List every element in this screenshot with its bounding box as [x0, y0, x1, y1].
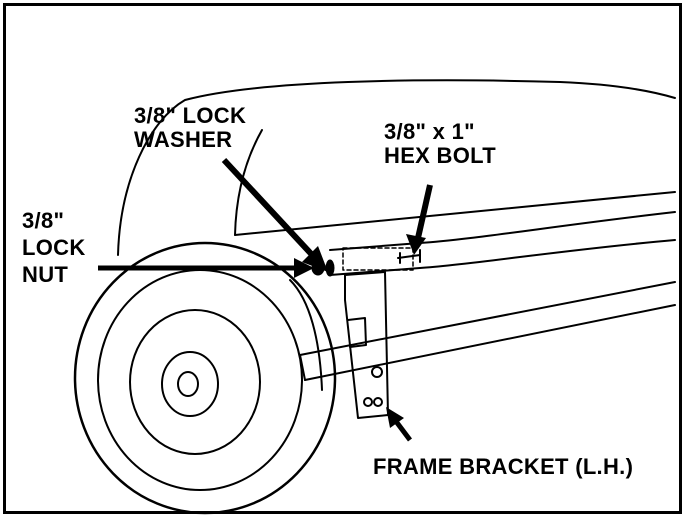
label-lock-washer: 3/8" LOCK WASHER	[134, 104, 246, 152]
wheel-hub-center	[177, 371, 199, 397]
wheel-hub	[161, 351, 219, 417]
label-hex-bolt-line1: 3/8" x 1"	[384, 119, 475, 144]
diagram-border	[3, 3, 682, 514]
label-lock-nut-line2: LOCK	[22, 235, 86, 260]
lock-washer-arrow-shaft	[221, 157, 318, 261]
axle-bar-top	[299, 281, 676, 356]
hex-bolt-arrow-shaft	[415, 184, 433, 239]
bracket-hole-lower-1	[363, 397, 373, 407]
wheel-rim	[129, 309, 261, 455]
lock-washer-part	[325, 259, 335, 277]
frame-lower-rail	[329, 239, 676, 276]
label-lock-washer-line1: 3/8" LOCK	[134, 103, 247, 128]
wheel-side-lines	[289, 279, 323, 391]
label-frame-bracket: FRAME BRACKET (L.H.)	[373, 454, 634, 479]
hex-bolt-shape	[397, 249, 421, 264]
frame-bracket-arrow-head	[386, 407, 404, 428]
label-lock-nut: 3/8" LOCK NUT	[22, 207, 86, 288]
wheel-tire-outer	[73, 241, 337, 515]
label-lock-nut-line1: 3/8"	[22, 208, 65, 233]
bracket-hole-upper	[371, 366, 383, 378]
bracket-hole-lower-2	[373, 397, 383, 407]
frame-bracket-plate	[344, 271, 389, 419]
lock-nut-arrow-head	[294, 258, 314, 278]
lock-nut-part	[311, 260, 325, 276]
wheel-tire-inner	[97, 269, 303, 491]
label-hex-bolt: 3/8" x 1" HEX BOLT	[384, 120, 496, 168]
hex-bolt-arrow-head	[406, 234, 426, 255]
label-hex-bolt-line2: HEX BOLT	[384, 143, 496, 168]
hood-lower-edge	[234, 191, 676, 236]
frame-bracket-arrow-shaft	[393, 418, 412, 442]
frame-bracket-notch	[347, 317, 367, 348]
label-lock-nut-line3: NUT	[22, 262, 69, 287]
hidden-bolt-box	[342, 247, 414, 271]
label-lock-washer-line2: WASHER	[134, 127, 233, 152]
axle-bar-bottom	[304, 304, 676, 381]
hood-outline	[117, 79, 676, 256]
frame-upper-rail	[329, 211, 676, 251]
